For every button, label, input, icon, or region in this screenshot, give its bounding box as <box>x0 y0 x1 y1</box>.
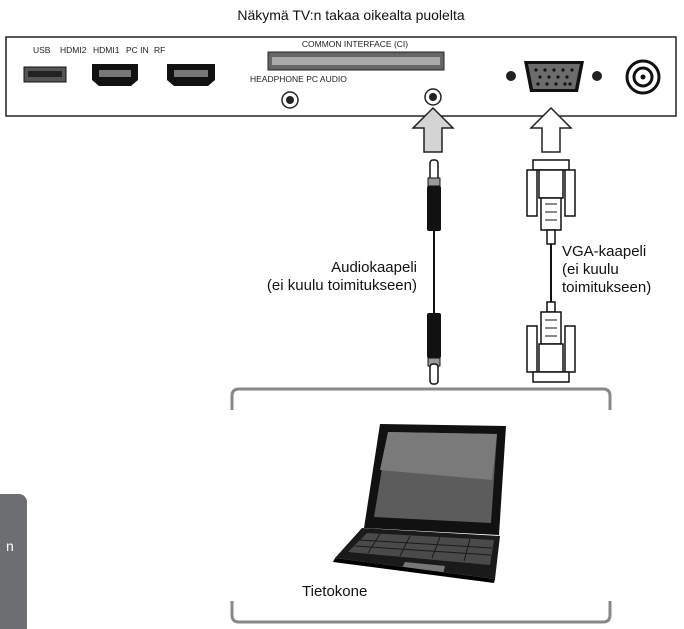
audio-port-label: HEADPHONE PC AUDIO <box>250 74 347 84</box>
vga-port-icon <box>506 61 602 92</box>
rf-connector-icon <box>625 59 661 95</box>
vga-cable-note-line2: toimitukseen) <box>562 279 651 296</box>
hdmi2-port-label: HDMI2 <box>60 45 87 55</box>
hdmi1-port-icon <box>167 64 215 86</box>
pc-in-port-label: PC IN <box>126 45 149 55</box>
common-interface-label: COMMON INTERFACE (CI) <box>302 39 408 49</box>
rf-port-label: RF <box>154 45 165 55</box>
usb-port-icon <box>23 66 67 83</box>
page-title: Näkymä TV:n takaa oikealta puolelta <box>237 7 464 23</box>
vga-cable-note-line1: (ei kuulu <box>562 261 619 278</box>
pc-audio-jack-icon <box>424 88 442 106</box>
computer-bracket-top <box>230 387 612 410</box>
side-tab: n <box>0 494 27 629</box>
hdmi1-port-label: HDMI1 <box>93 45 120 55</box>
side-tab-text: n <box>6 538 14 554</box>
usb-port-label: USB <box>33 45 51 55</box>
common-interface-slot-icon <box>267 51 445 71</box>
audio-up-arrow-icon <box>411 106 455 153</box>
laptop-icon <box>333 424 506 583</box>
vga-cable-icon <box>526 159 576 383</box>
audio-cable-label: Audiokaapeli <box>331 259 417 276</box>
computer-bracket-bottom <box>230 601 612 624</box>
audio-cable-note: (ei kuulu toimitukseen) <box>267 277 417 294</box>
vga-up-arrow-icon <box>529 106 573 153</box>
audio-cable-icon <box>427 159 441 385</box>
computer-label: Tietokone <box>302 583 367 600</box>
hdmi2-port-icon <box>92 64 138 86</box>
vga-cable-label: VGA-kaapeli <box>562 243 646 260</box>
headphone-jack-icon <box>281 91 299 109</box>
